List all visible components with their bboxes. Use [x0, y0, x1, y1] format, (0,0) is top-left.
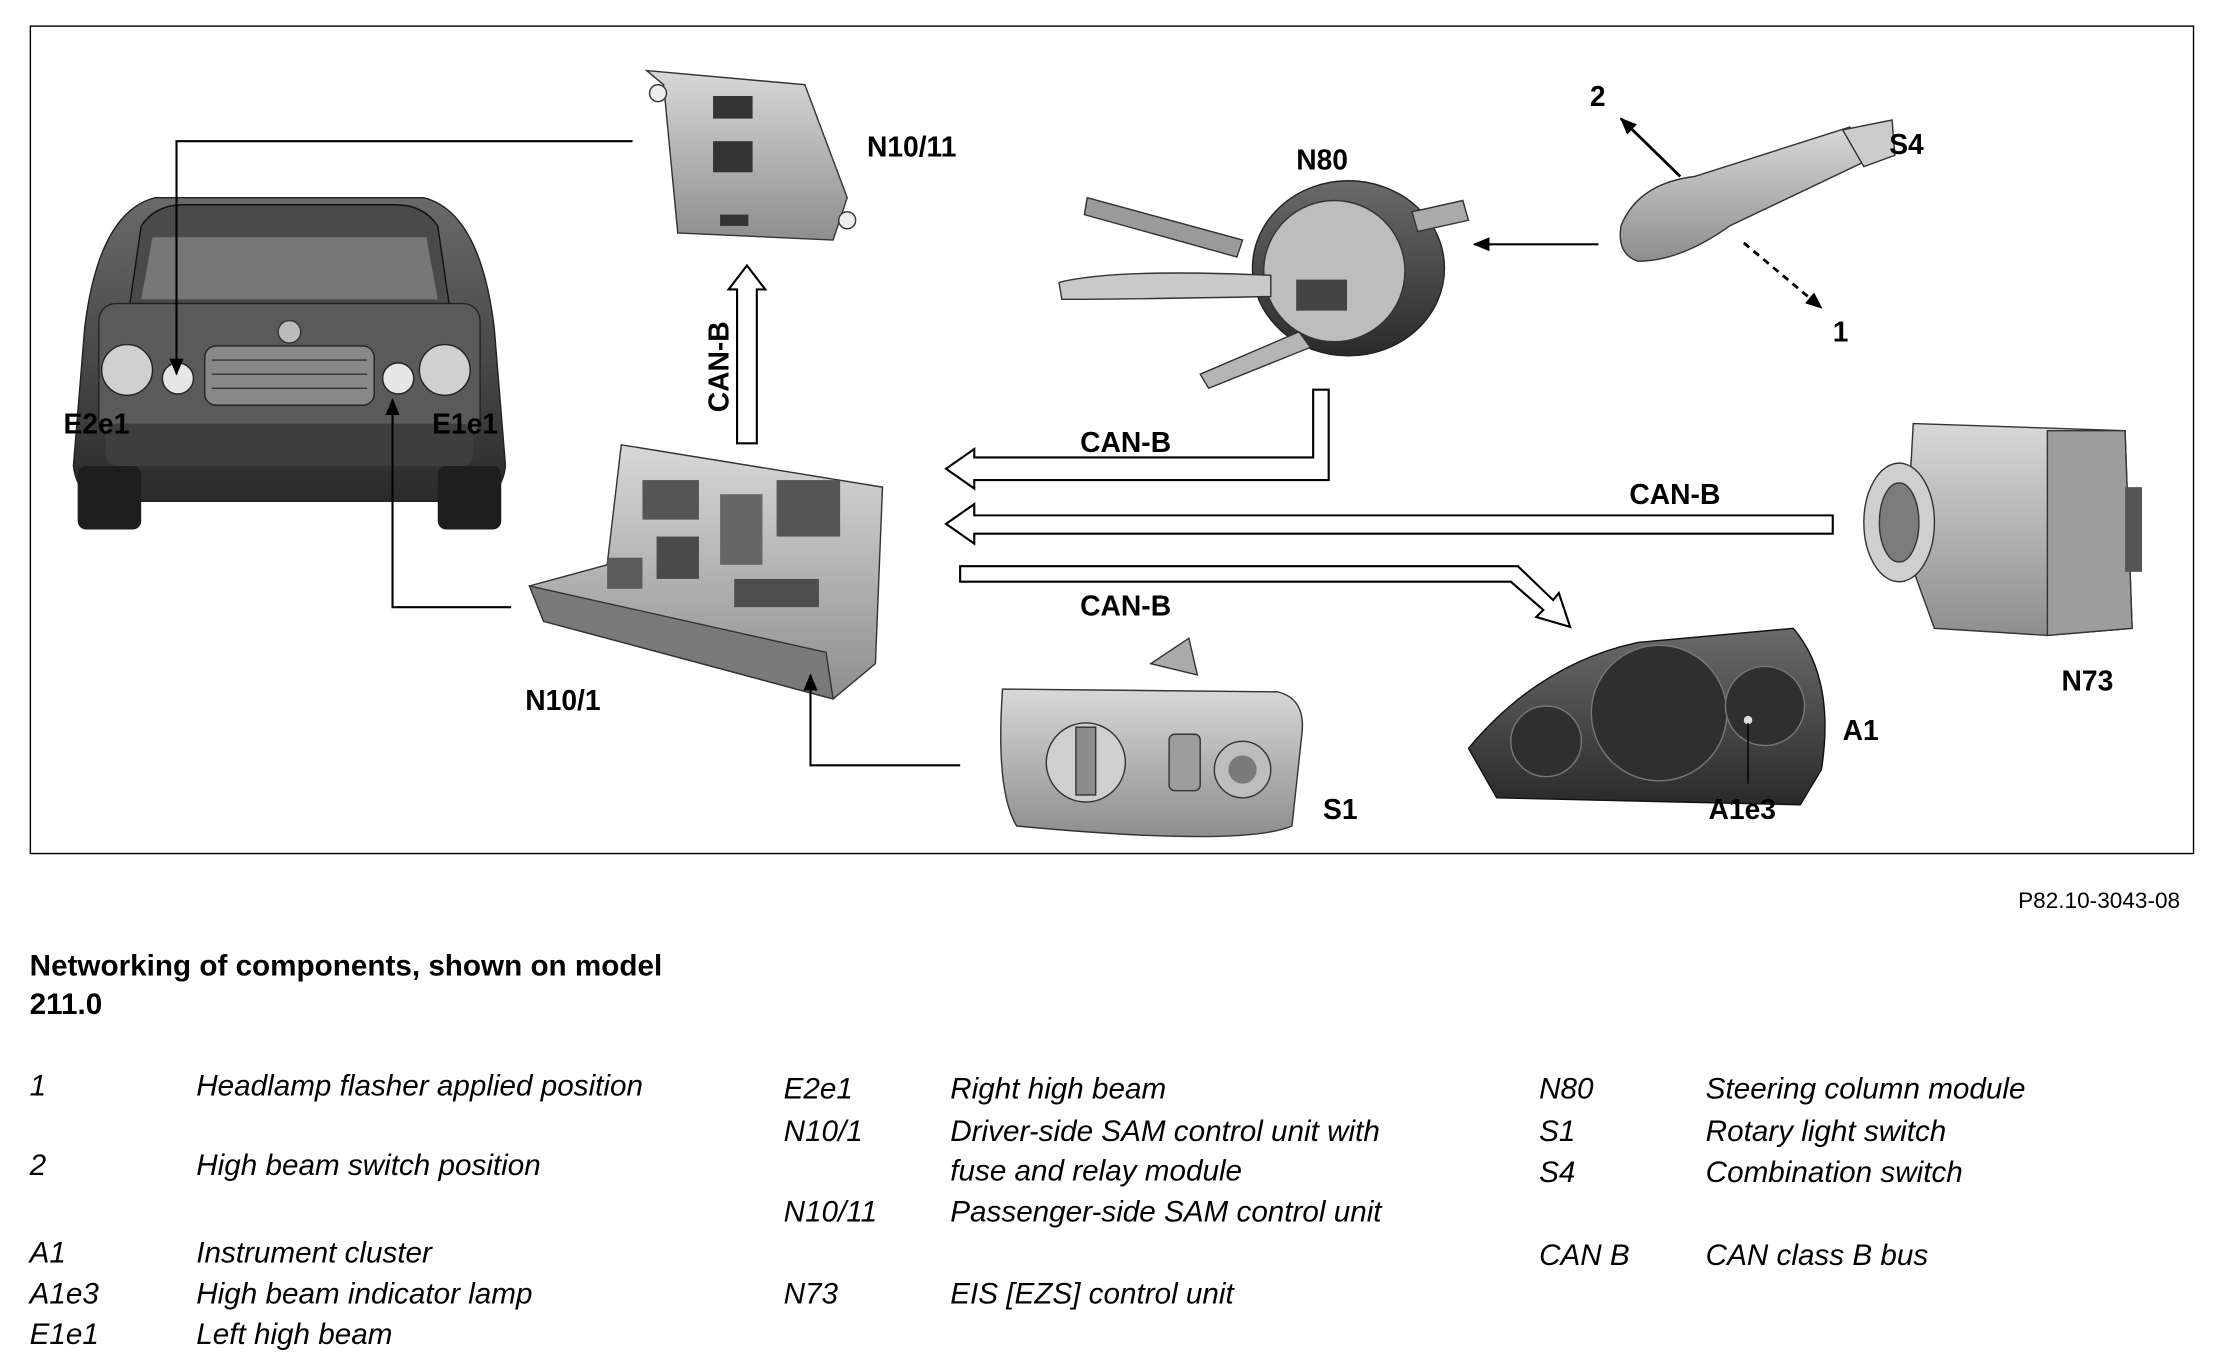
legend-value: Rotary light switch: [1705, 1115, 1947, 1148]
can-b-bus-n80-to-n10-1: [944, 388, 1330, 491]
legend-value: Headlamp flasher applied position: [196, 1070, 643, 1103]
legend-key: E1e1: [29, 1318, 99, 1352]
n10-1-sam-unit: [528, 443, 884, 700]
label-n10-1: N10/1: [525, 684, 600, 716]
legend-key: A1e3: [29, 1277, 99, 1311]
label-n80: N80: [1296, 143, 1348, 175]
legend-value: High beam indicator lamp: [196, 1277, 533, 1311]
label-s1: S1: [1323, 793, 1358, 825]
legend-value: CAN class B bus: [1705, 1239, 1929, 1273]
wire-n10-11-to-e2e1: [169, 140, 633, 376]
label-e2e1: E2e1: [64, 407, 130, 439]
legend-value: Passenger-side SAM control unit: [950, 1195, 1382, 1229]
n10-11-sam-unit: [644, 69, 857, 241]
label-position-2: 2: [1590, 80, 1606, 112]
label-can-b-n73: CAN-B: [1629, 478, 1720, 510]
legend-key: E2e1: [783, 1073, 853, 1106]
label-can-b-vertical: CAN-B: [703, 321, 735, 412]
diagram-frame: [29, 25, 2195, 855]
legend-key: N10/11: [783, 1195, 878, 1229]
legend-key: 1: [29, 1070, 47, 1103]
legend-value: Steering column module: [1705, 1073, 2026, 1106]
label-can-b-a1: CAN-B: [1080, 590, 1171, 622]
can-b-bus-n73-to-n10-1: [944, 502, 1834, 546]
legend-key: N80: [1539, 1073, 1594, 1106]
n73-eis-control-unit: [1863, 422, 2142, 637]
label-n73: N73: [2062, 664, 2114, 696]
figure-caption: Networking of components, shown on model…: [29, 950, 663, 1021]
legend-key: N10/1: [783, 1115, 863, 1148]
arrow-position-2: [1619, 117, 1682, 178]
label-n10-11: N10/11: [867, 131, 956, 163]
label-a1: A1: [1843, 714, 1879, 746]
label-e1e1: E1e1: [432, 407, 498, 439]
legend-value: Driver-side SAM control unit with fuse a…: [950, 1115, 1380, 1188]
legend-value: EIS [EZS] control unit: [950, 1277, 1234, 1311]
n80-steering-column-module: [1058, 180, 1470, 390]
legend-value: Instrument cluster: [196, 1236, 432, 1270]
can-b-bus-vertical: [726, 263, 768, 445]
legend-key: N73: [783, 1277, 839, 1311]
car-front-illustration: [72, 196, 507, 530]
label-s4: S4: [1889, 128, 1924, 160]
arrow-position-1: [1742, 241, 1823, 309]
legend-key: A1: [29, 1236, 66, 1270]
label-position-1: 1: [1833, 316, 1849, 348]
s1-rotary-light-switch: [1000, 637, 1304, 838]
legend-key: 2: [29, 1149, 47, 1182]
legend-key: CAN B: [1539, 1239, 1630, 1273]
wire-n10-1-to-e1e1: [385, 398, 512, 609]
legend-value: High beam switch position: [196, 1149, 541, 1182]
label-can-b-n80: CAN-B: [1080, 426, 1171, 458]
legend-key: S4: [1539, 1156, 1576, 1189]
wire-s1-to-n10-1: [803, 673, 961, 767]
legend-value: Left high beam: [196, 1318, 393, 1352]
a1-instrument-cluster: [1467, 627, 1826, 806]
legend-value: Combination switch: [1705, 1156, 1963, 1189]
can-b-bus-n10-1-to-a1: [959, 565, 1572, 629]
legend-key: S1: [1539, 1115, 1576, 1148]
figure-id: P82.10-3043-08: [2018, 889, 2181, 914]
label-a1e3: A1e3: [1709, 793, 1776, 825]
s4-combination-switch: [1619, 119, 1896, 262]
legend-value: Right high beam: [950, 1073, 1167, 1106]
